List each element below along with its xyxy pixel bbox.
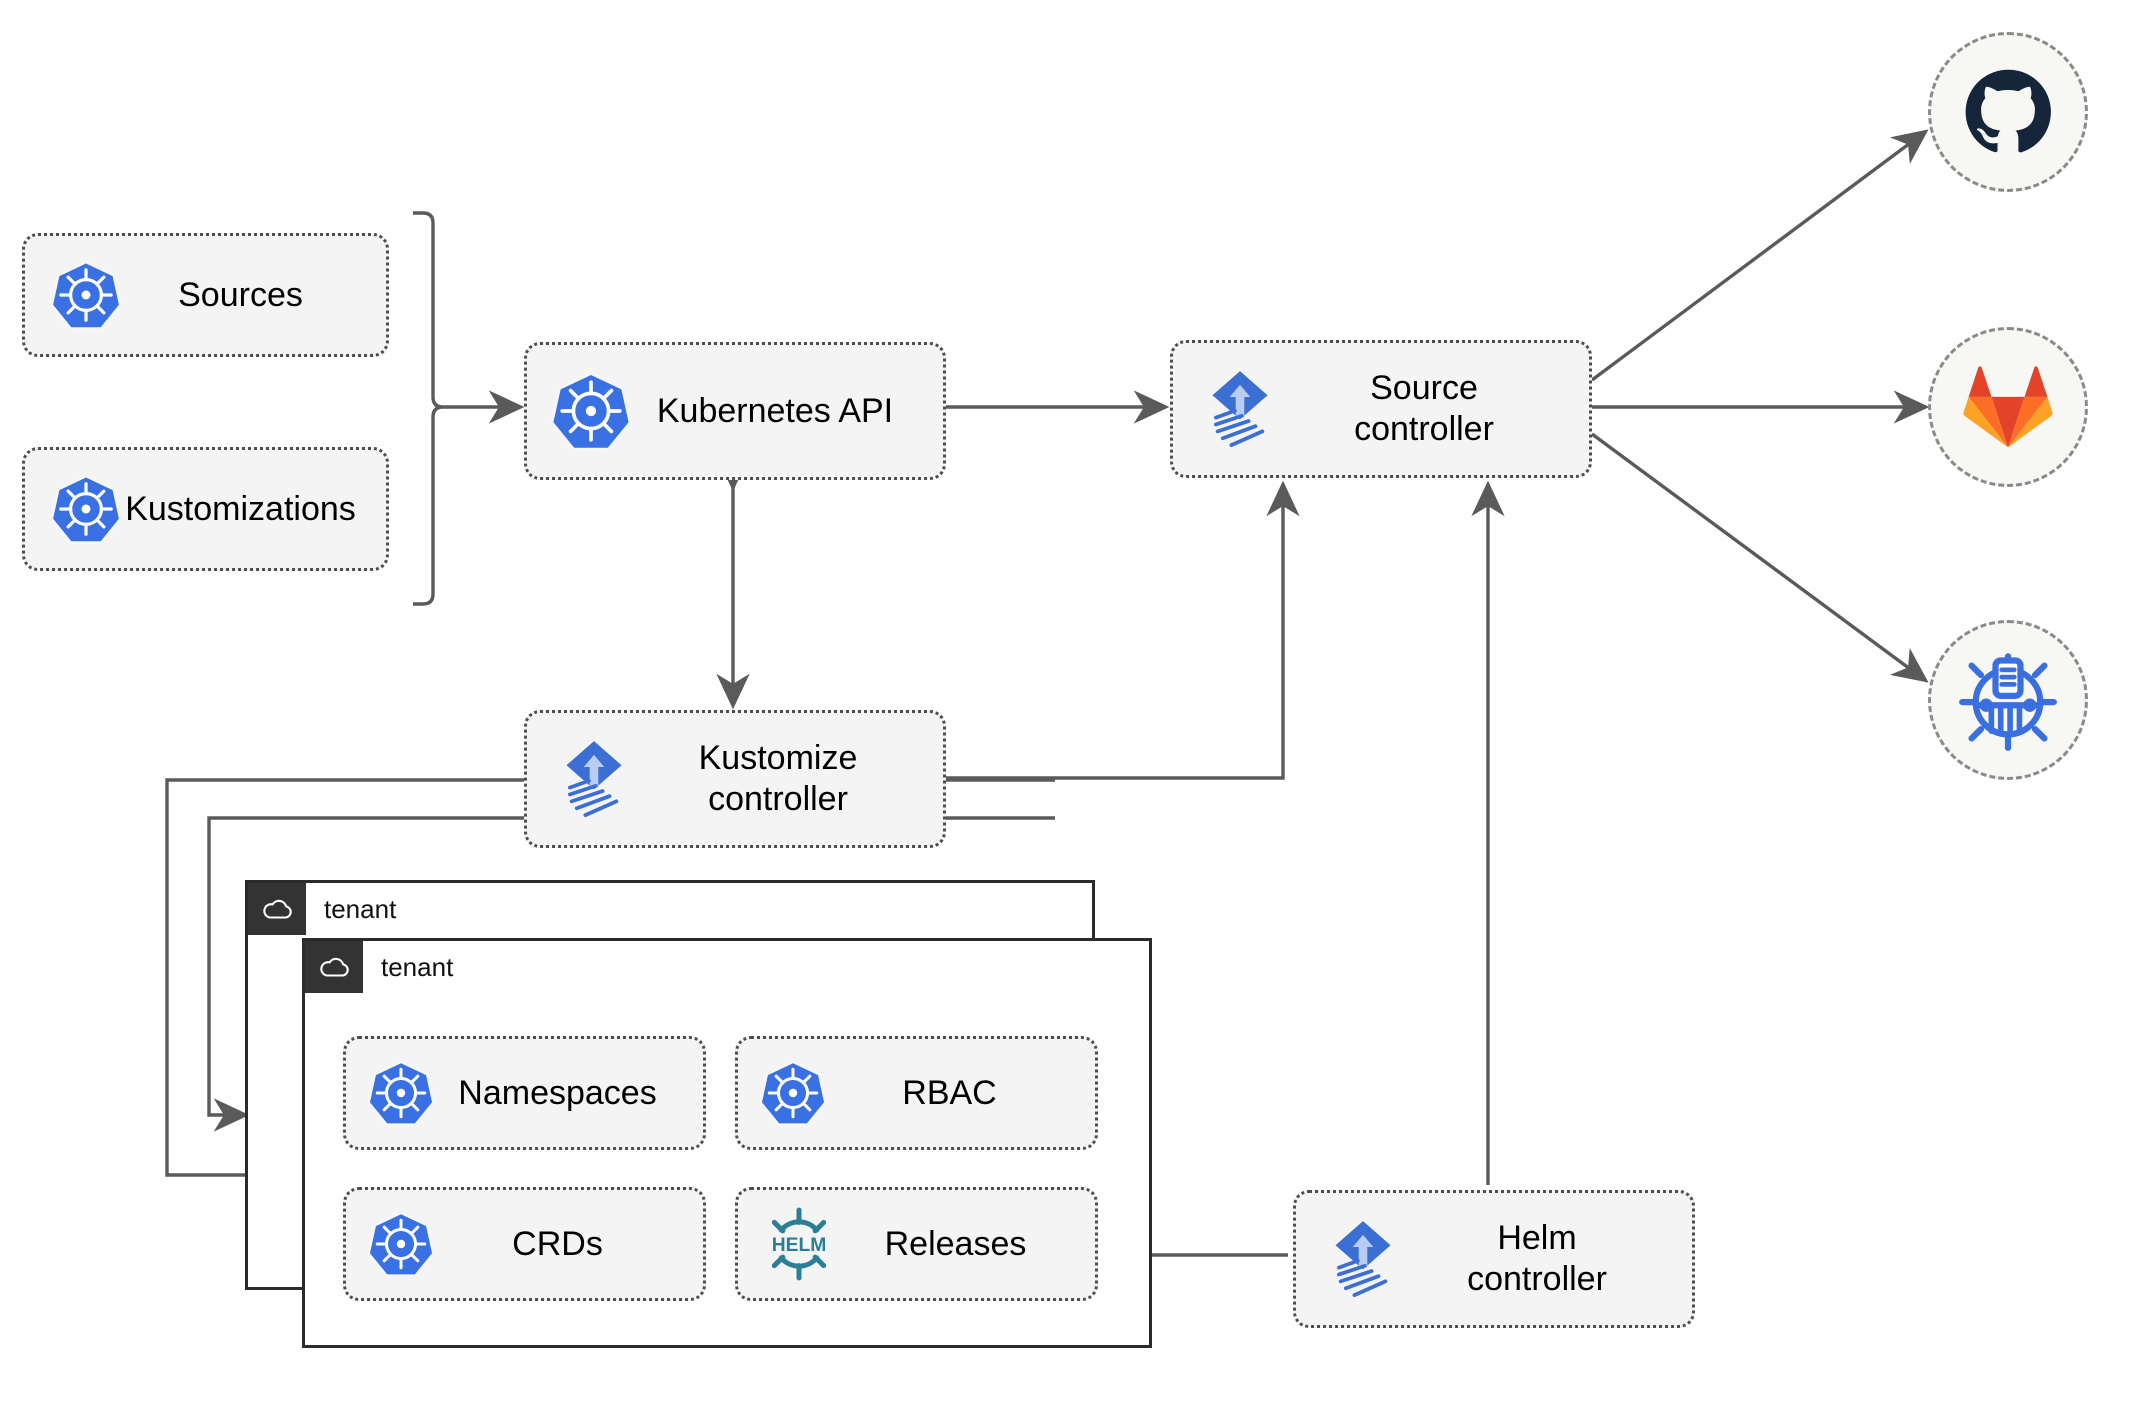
flux-icon [1320, 1216, 1406, 1302]
node-label: Kustomize controller [698, 739, 858, 818]
node-crds[interactable]: CRDs [343, 1187, 706, 1301]
cloud-icon [248, 883, 306, 935]
kubernetes-icon [368, 1211, 434, 1277]
node-sources[interactable]: Sources [22, 233, 389, 357]
kubernetes-icon [51, 474, 121, 544]
endpoint-gitlab[interactable] [1928, 327, 2088, 487]
node-namespaces[interactable]: Namespaces [343, 1036, 706, 1150]
node-kustomizations[interactable]: Kustomizations [22, 447, 389, 571]
kubernetes-icon [51, 260, 121, 330]
node-label: Kustomizations [125, 489, 356, 528]
helm-repo-icon [1956, 648, 2060, 752]
kubernetes-icon [368, 1060, 434, 1126]
node-helm-controller[interactable]: Helm controller [1293, 1190, 1695, 1328]
node-source-controller[interactable]: Source controller [1170, 340, 1592, 478]
endpoint-github[interactable] [1928, 32, 2088, 192]
svg-text:HELM: HELM [772, 1235, 827, 1256]
node-kubernetes-api[interactable]: Kubernetes API [524, 342, 946, 480]
node-label: Source controller [1354, 369, 1494, 448]
tenant-title-bar: tenant [248, 883, 396, 935]
github-icon [1960, 64, 2056, 160]
node-label: Releases [884, 1224, 1027, 1263]
helm-icon: HELM [760, 1207, 838, 1281]
node-label: Namespaces [458, 1073, 657, 1112]
kubernetes-icon [760, 1060, 826, 1126]
node-label: RBAC [902, 1073, 997, 1112]
tenant-label: tenant [381, 951, 454, 982]
flux-icon [551, 736, 637, 822]
node-label: CRDs [512, 1224, 603, 1263]
node-kustomize-controller[interactable]: Kustomize controller [524, 710, 946, 848]
node-label: Kubernetes API [656, 391, 894, 430]
node-label: Sources [178, 275, 303, 314]
node-label: Helm controller [1467, 1219, 1607, 1298]
node-rbac[interactable]: RBAC [735, 1036, 1098, 1150]
kubernetes-icon [551, 371, 631, 451]
tenant-label: tenant [324, 893, 397, 924]
endpoint-helm-repo[interactable] [1928, 620, 2088, 780]
gitlab-icon [1962, 363, 2054, 451]
flux-icon [1197, 366, 1283, 452]
tenant-title-bar: tenant [305, 941, 453, 993]
cloud-icon [305, 941, 363, 993]
node-releases[interactable]: HELM Releases [735, 1187, 1098, 1301]
